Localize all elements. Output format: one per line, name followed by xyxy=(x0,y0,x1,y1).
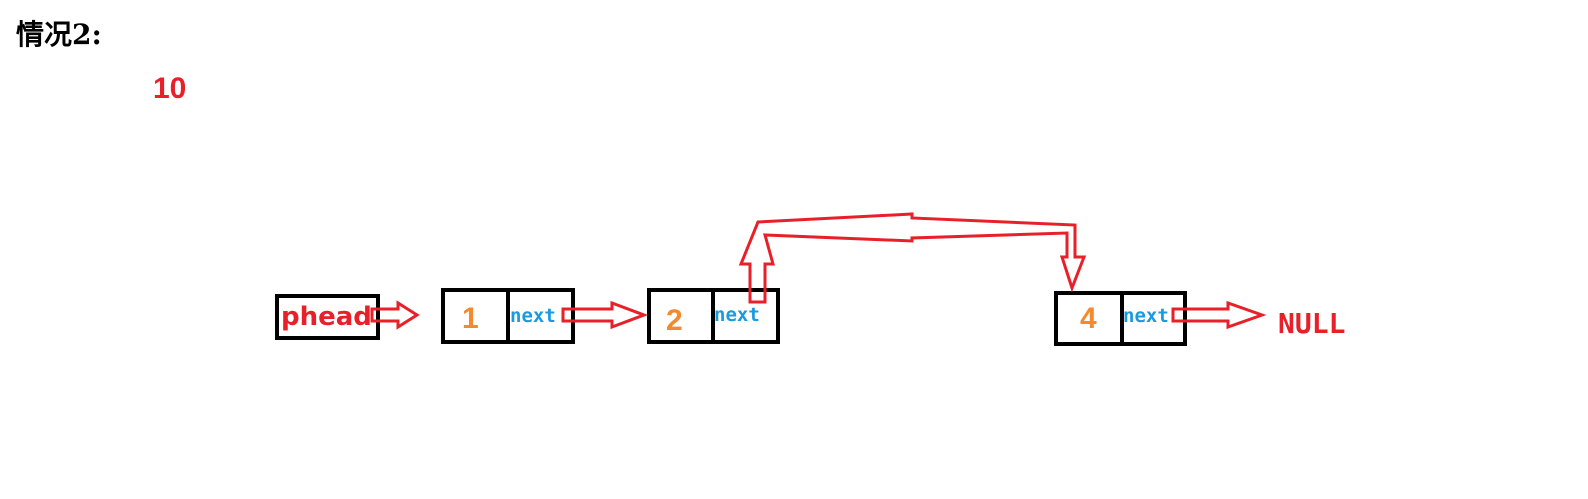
head-pointer-box: phead xyxy=(275,294,380,340)
node-value: 2 xyxy=(666,304,683,337)
arrow-node1-to-node2 xyxy=(561,300,649,330)
value-label: 10 xyxy=(153,72,186,105)
node-next-label: next xyxy=(510,305,556,327)
list-node-2: 2 next xyxy=(647,288,780,344)
node-value: 1 xyxy=(462,302,479,335)
list-node-4: 4 next xyxy=(1054,291,1187,346)
node-next-label: next xyxy=(1123,305,1169,327)
list-node-1: 1 next xyxy=(441,288,575,344)
node-next-label: next xyxy=(714,304,760,326)
arrow-head-to-node1 xyxy=(370,300,420,330)
page-title: 情况2: xyxy=(16,18,102,51)
head-label: phead xyxy=(281,302,372,332)
arrow-node2-to-node4 xyxy=(738,212,1087,304)
node-value: 4 xyxy=(1080,302,1097,335)
null-label: NULL xyxy=(1278,307,1345,340)
arrow-node4-to-null xyxy=(1171,300,1267,330)
